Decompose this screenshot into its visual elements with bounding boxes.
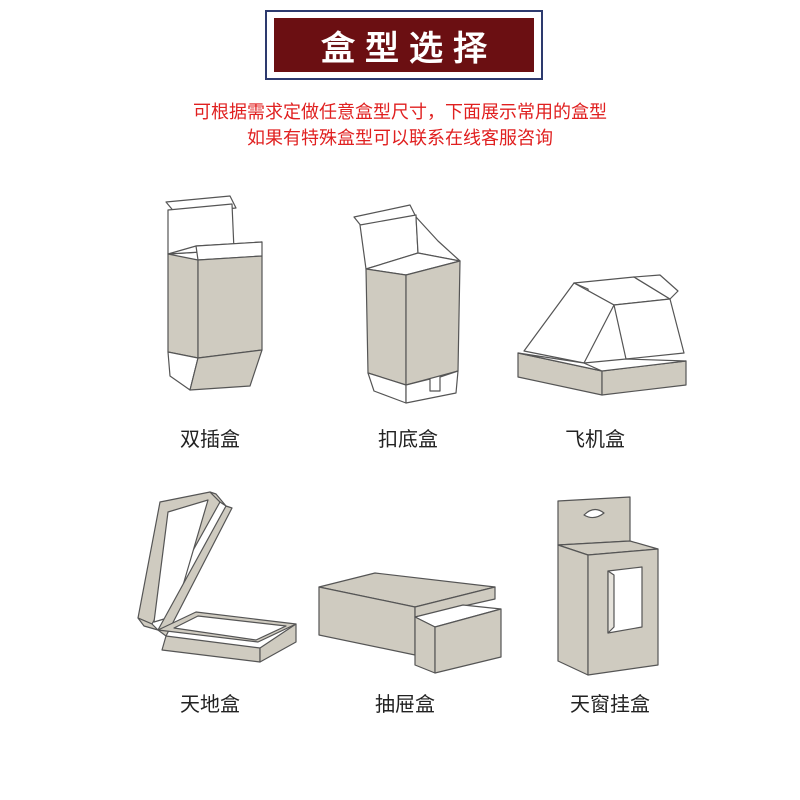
page-title: 盒型选择 [321,28,497,69]
lock-bottom-box-icon [353,204,461,404]
box-option-lid-and-base[interactable] [130,490,305,665]
notice-line-2: 如果有特殊盒型可以联系在线客服咨询 [247,128,553,149]
box-option-window-hanging[interactable] [550,495,670,680]
window-hanging-box-icon [557,496,659,676]
title-banner: 盒型选择 [265,10,543,80]
box-label-double-tuck: 双插盒 [180,427,240,451]
box-label-lock-bottom: 扣底盒 [378,427,438,451]
box-label-window-hanging: 天窗挂盒 [570,692,650,716]
mailer-box-icon [517,274,687,396]
box-option-drawer[interactable] [315,565,505,680]
lid-and-base-box-icon [137,491,297,663]
box-option-lock-bottom[interactable] [340,195,480,410]
box-label-lid-and-base: 天地盒 [180,692,240,716]
double-tuck-box-icon [165,195,263,391]
box-label-drawer: 抽屉盒 [375,692,435,716]
notice-line-1: 可根据需求定做任意盒型尺寸，下面展示常用的盒型 [193,102,607,123]
drawer-box-icon [318,572,502,674]
box-label-mailer: 飞机盒 [565,427,625,451]
title-background: 盒型选择 [274,18,534,72]
box-option-mailer[interactable] [510,265,695,415]
box-option-double-tuck[interactable] [150,190,280,410]
